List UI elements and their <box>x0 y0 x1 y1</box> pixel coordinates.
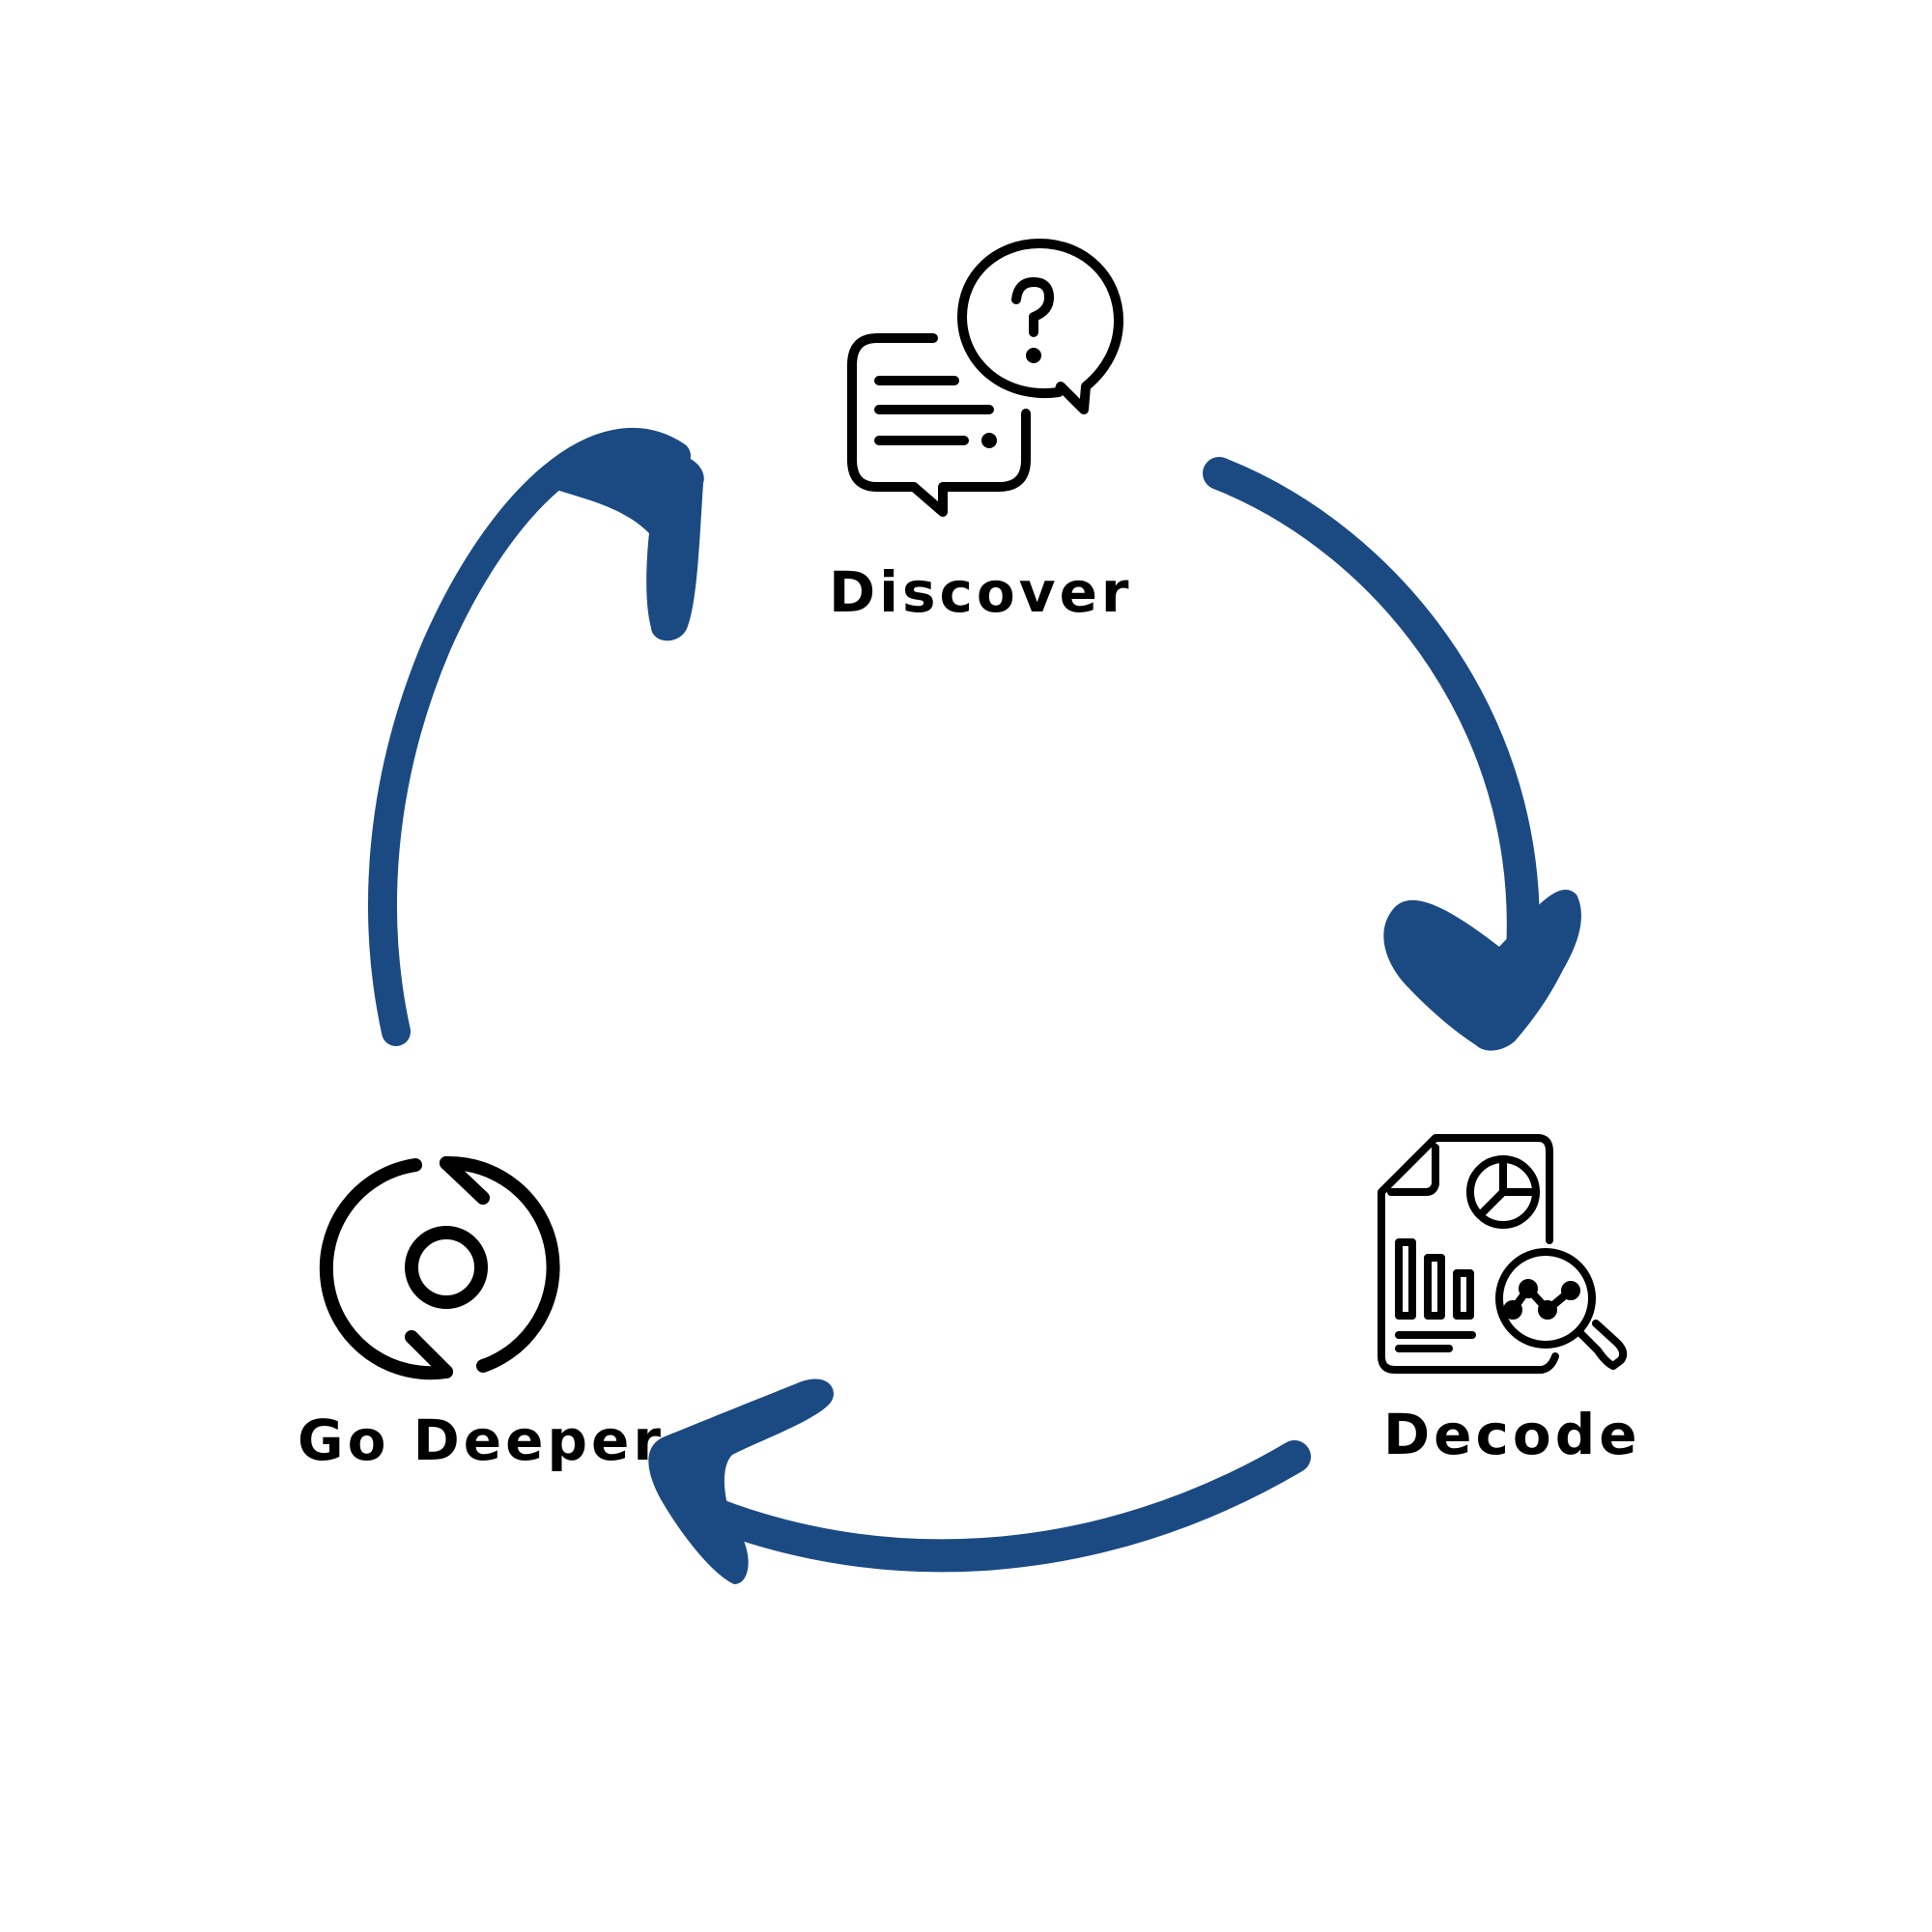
arrow-decode-to-deeper <box>648 1378 1311 1584</box>
arrow-deeper-to-discover-head <box>537 451 704 641</box>
report-magnifier-icon <box>1378 1134 1628 1374</box>
bar-chart-bar-3 <box>1453 1269 1474 1320</box>
line-graph-path <box>1509 1285 1575 1314</box>
chat-question-icon <box>847 239 1123 517</box>
chat-bubble-outline <box>847 333 1031 517</box>
refresh-arrowhead-bottom <box>405 1330 453 1378</box>
line-graph-point-2 <box>1519 1279 1538 1298</box>
line-graph-point-1 <box>1503 1300 1522 1320</box>
magnifier-handle <box>1575 1320 1628 1370</box>
question-mark-dot <box>1026 348 1041 363</box>
question-bubble-outline <box>957 239 1123 414</box>
arrow-decode-to-deeper-shaft <box>671 1440 1311 1573</box>
magnifier-lens <box>1495 1248 1596 1349</box>
cycle-refresh-icon <box>319 1155 560 1380</box>
center-ring <box>405 1226 488 1309</box>
report-page-fold <box>1387 1144 1439 1196</box>
step-label-decode: Decode <box>1383 1402 1641 1467</box>
arrow-discover-to-decode <box>1203 457 1581 1051</box>
bar-chart-bar-1 <box>1395 1238 1416 1320</box>
report-page-outline <box>1378 1134 1559 1374</box>
pie-chart-slices <box>1476 1155 1540 1219</box>
arrow-discover-to-decode-shaft <box>1203 457 1540 992</box>
refresh-arc-right <box>440 1155 560 1373</box>
arrow-discover-to-decode-head <box>1383 889 1581 1051</box>
line-graph-point-3 <box>1538 1300 1557 1320</box>
refresh-arrowhead-top <box>440 1156 490 1205</box>
line-graph-point-4 <box>1561 1281 1580 1300</box>
refresh-arc-left <box>319 1158 453 1380</box>
arrow-decode-to-deeper-head <box>648 1378 834 1584</box>
arrow-deeper-to-discover <box>368 427 704 1046</box>
step-label-discover: Discover <box>829 559 1133 625</box>
arrow-deeper-to-discover-shaft <box>368 427 691 1046</box>
question-mark-glyph <box>1011 277 1054 337</box>
bar-chart-bar-2 <box>1424 1254 1445 1320</box>
step-label-go-deeper: Go Deeper <box>298 1407 665 1473</box>
chat-text-dot <box>981 433 997 448</box>
